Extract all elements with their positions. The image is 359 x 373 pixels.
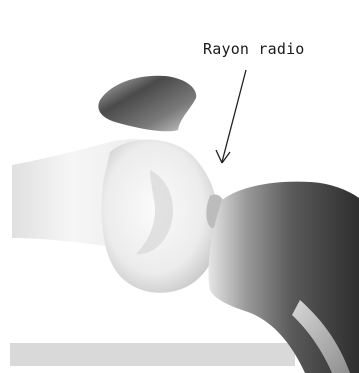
patella bbox=[98, 76, 196, 132]
pointer-label: Rayon radio bbox=[203, 40, 305, 58]
leader-line bbox=[222, 70, 246, 162]
ground-bar bbox=[10, 343, 295, 366]
